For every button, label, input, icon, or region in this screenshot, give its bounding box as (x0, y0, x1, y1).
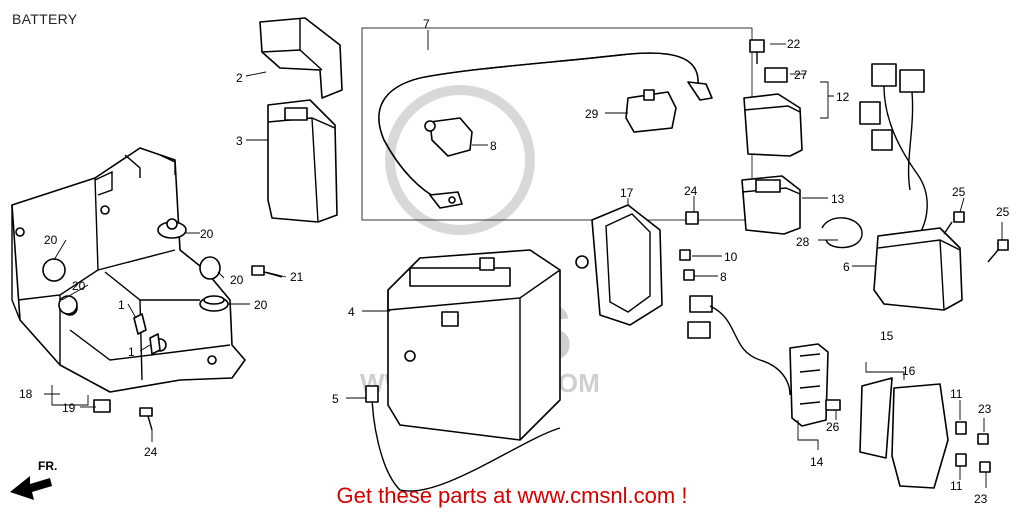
callout-24: 24 (684, 184, 698, 198)
callout-12: 12 (836, 90, 850, 104)
callout-20: 20 (200, 227, 214, 241)
callout-1: 1 (128, 345, 135, 359)
callout-13: 13 (831, 192, 845, 206)
callout-10: 10 (724, 250, 738, 264)
leader-lines (44, 30, 1003, 488)
harness-connectors (859, 63, 928, 241)
battery-box-frame (11, 147, 246, 393)
part-15 (859, 377, 893, 459)
rubber-mounts (42, 218, 229, 315)
callout-26: 26 (826, 420, 840, 434)
callout-16: 16 (902, 364, 916, 378)
callout-7: 7 (423, 17, 430, 31)
callout-24: 24 (144, 445, 158, 459)
callout-5: 5 (332, 392, 339, 406)
callout-15: 15 (880, 329, 894, 343)
callout-17: 17 (620, 186, 634, 200)
callout-23: 23 (978, 402, 992, 416)
callout-20: 20 (254, 298, 268, 312)
fuse-box (591, 204, 663, 326)
callout-21: 21 (290, 270, 304, 284)
battery-cable (361, 27, 753, 221)
callout-labels: 2 3 4 5 7 8 29 22 27 12 13 28 6 17 24 10… (19, 17, 1010, 506)
callout-9: 8 (720, 270, 727, 284)
callout-2: 2 (236, 71, 243, 85)
callout-23: 23 (974, 492, 988, 506)
battery (387, 249, 561, 441)
callout-14: 14 (810, 455, 824, 469)
front-direction-label: FR. (38, 459, 57, 473)
callout-6: 6 (843, 260, 850, 274)
callout-1: 1 (118, 298, 125, 312)
callout-11: 11 (950, 387, 963, 401)
callout-4: 4 (348, 305, 355, 319)
front-arrow: FR. (10, 459, 57, 500)
relay-parts (741, 39, 803, 235)
regulator (873, 227, 963, 311)
callout-29: 29 (585, 107, 599, 121)
callout-20: 20 (72, 279, 86, 293)
footer-link-text[interactable]: Get these parts at www.cmsnl.com ! (336, 483, 688, 508)
sub-harness (687, 295, 829, 427)
callout-11: 11 (950, 479, 963, 493)
callout-3: 3 (236, 134, 243, 148)
part-29-block (625, 91, 677, 133)
callout-28: 28 (796, 235, 810, 249)
callout-22: 22 (787, 37, 801, 51)
callout-20: 20 (230, 273, 244, 287)
page-title: BATTERY (12, 11, 78, 27)
callout-25: 25 (952, 185, 966, 199)
callout-19: 19 (62, 401, 76, 415)
callout-8: 8 (490, 139, 497, 153)
callout-20: 20 (44, 233, 58, 247)
cover-and-control-unit (259, 17, 343, 223)
frame-bolts (93, 265, 283, 431)
callout-27: 27 (794, 68, 808, 82)
part-16 (891, 383, 949, 489)
callout-25: 25 (996, 205, 1010, 219)
callout-18: 18 (19, 387, 33, 401)
